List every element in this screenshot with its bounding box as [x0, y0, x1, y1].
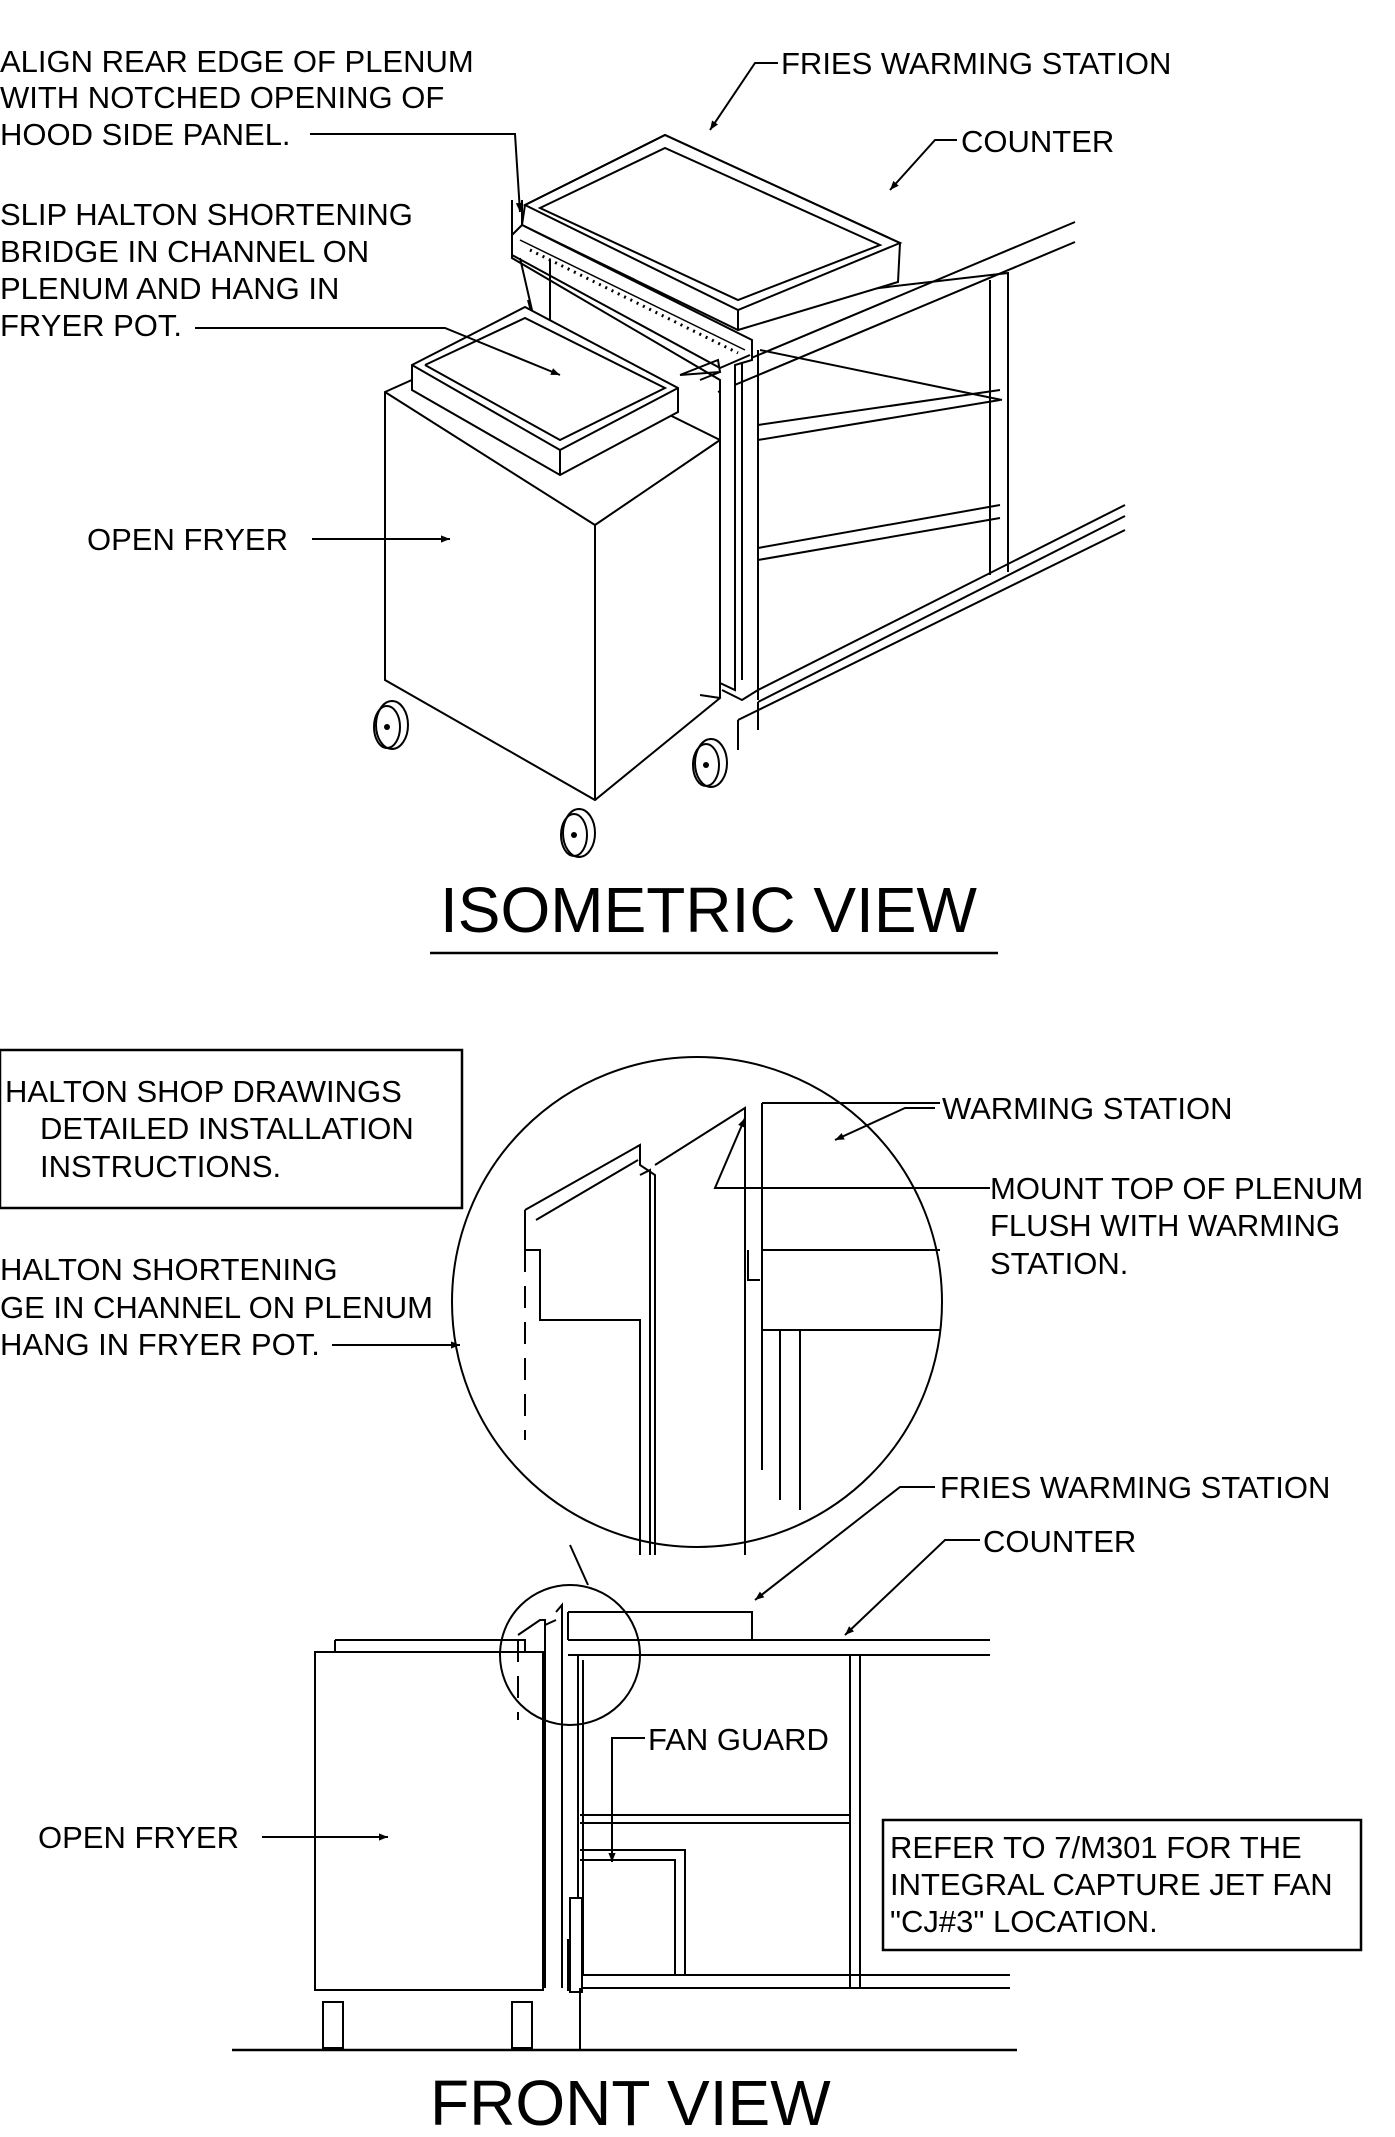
iso-caster [373, 700, 409, 750]
front-view-title: FRONT VIEW [430, 2067, 831, 2132]
iso-view-title: ISOMETRIC VIEW [440, 874, 978, 946]
front-fries-warming-station [567, 1611, 753, 1640]
iso-label-open-fryer: OPEN FRYER [87, 522, 288, 557]
front-note-box [0, 1048, 464, 1210]
front-callout-link [569, 1544, 589, 1586]
front-label-fries-warming-station: FRIES WARMING STATION [940, 1470, 1330, 1505]
front-label-counter: COUNTER [983, 1524, 1136, 1559]
front-note-refer: REFER TO 7/M301 FOR THE INTEGRAL CAPTURE… [890, 1830, 1341, 1939]
iso-open-fryer [373, 305, 728, 858]
front-label-open-fryer: OPEN FRYER [38, 1820, 239, 1855]
front-refer-box [881, 1818, 1363, 1952]
iso-fries-warming-station [520, 133, 903, 332]
front-view: HALTON SHOP DRAWINGS DETAILED INSTALLATI… [0, 1048, 1372, 2137]
iso-label-fries-warming-station: FRIES WARMING STATION [781, 46, 1171, 81]
iso-note-align: ALIGN REAR EDGE OF PLENUM WITH NOTCHED O… [0, 44, 482, 152]
front-fan-guard [580, 1849, 686, 1975]
front-note-mount: MOUNT TOP OF PLENUM FLUSH WITH WARMING S… [990, 1171, 1372, 1281]
iso-label-counter: COUNTER [961, 124, 1114, 159]
front-note-box-text: HALTON SHOP DRAWINGS DETAILED INSTALLATI… [5, 1074, 422, 1184]
iso-leaders [195, 62, 957, 543]
iso-caster [560, 808, 596, 858]
iso-note-slip: SLIP HALTON SHORTENING BRIDGE IN CHANNEL… [0, 197, 422, 343]
front-label-warming-station: WARMING STATION [942, 1091, 1232, 1126]
front-note-slip: HALTON SHORTENING GE IN CHANNEL ON PLENU… [0, 1252, 442, 1362]
front-detail-circle [451, 1056, 943, 1555]
front-plenum [517, 1602, 583, 1993]
front-open-fryer [314, 1639, 544, 2049]
front-leaders [262, 1107, 990, 1862]
front-label-fan-guard: FAN GUARD [648, 1722, 829, 1757]
iso-caster [692, 738, 728, 788]
front-counter [568, 1639, 1010, 1989]
isometric-view: ALIGN REAR EDGE OF PLENUM WITH NOTCHED O… [0, 44, 1171, 955]
